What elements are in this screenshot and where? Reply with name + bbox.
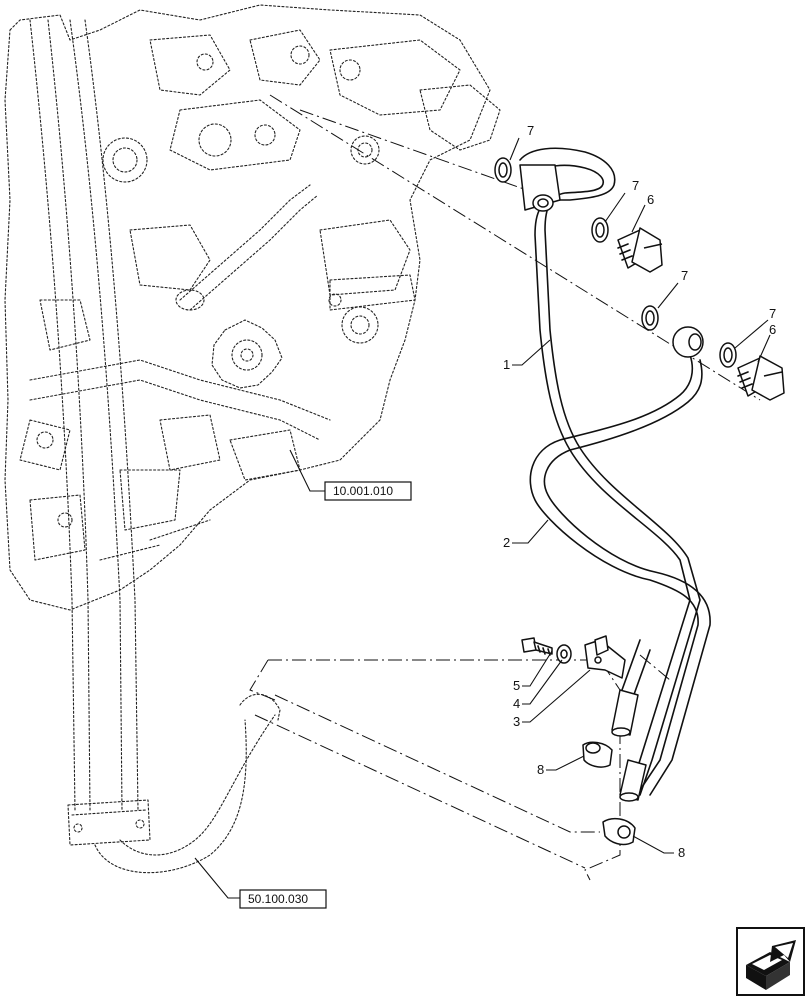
washers [494, 157, 737, 368]
callout-1: 1 [503, 357, 510, 372]
callout-2: 2 [503, 535, 510, 550]
pipe-ends [611, 689, 647, 802]
engine-block [4, 4, 501, 611]
callout-8: 8 [537, 762, 544, 777]
callout-7: 7 [769, 306, 776, 321]
callout-6: 6 [647, 192, 654, 207]
arrow-cube-icon[interactable] [736, 927, 805, 996]
engine-hoses [29, 19, 281, 874]
clamp-hardware [521, 635, 626, 679]
callout-4: 4 [513, 696, 520, 711]
reference-10-001-010[interactable]: 10.001.010 [324, 481, 412, 501]
reference-50-100-030[interactable]: 50.100.030 [239, 889, 327, 909]
reference-label: 50.100.030 [248, 892, 308, 906]
pipe-1 [519, 147, 701, 796]
callouts: 7 7 6 7 7 6 1 2 5 4 3 8 8 [503, 123, 776, 860]
reference-label: 10.001.010 [333, 484, 393, 498]
callout-6: 6 [769, 322, 776, 337]
pipe-2 [529, 326, 711, 796]
callout-5: 5 [513, 678, 520, 693]
callout-7: 7 [527, 123, 534, 138]
pipe-clips [582, 741, 636, 846]
callout-3: 3 [513, 714, 520, 729]
leader-lines [194, 137, 771, 899]
callout-7: 7 [681, 268, 688, 283]
banjo-bolts [617, 227, 785, 401]
callout-8: 8 [678, 845, 685, 860]
callout-7: 7 [632, 178, 639, 193]
